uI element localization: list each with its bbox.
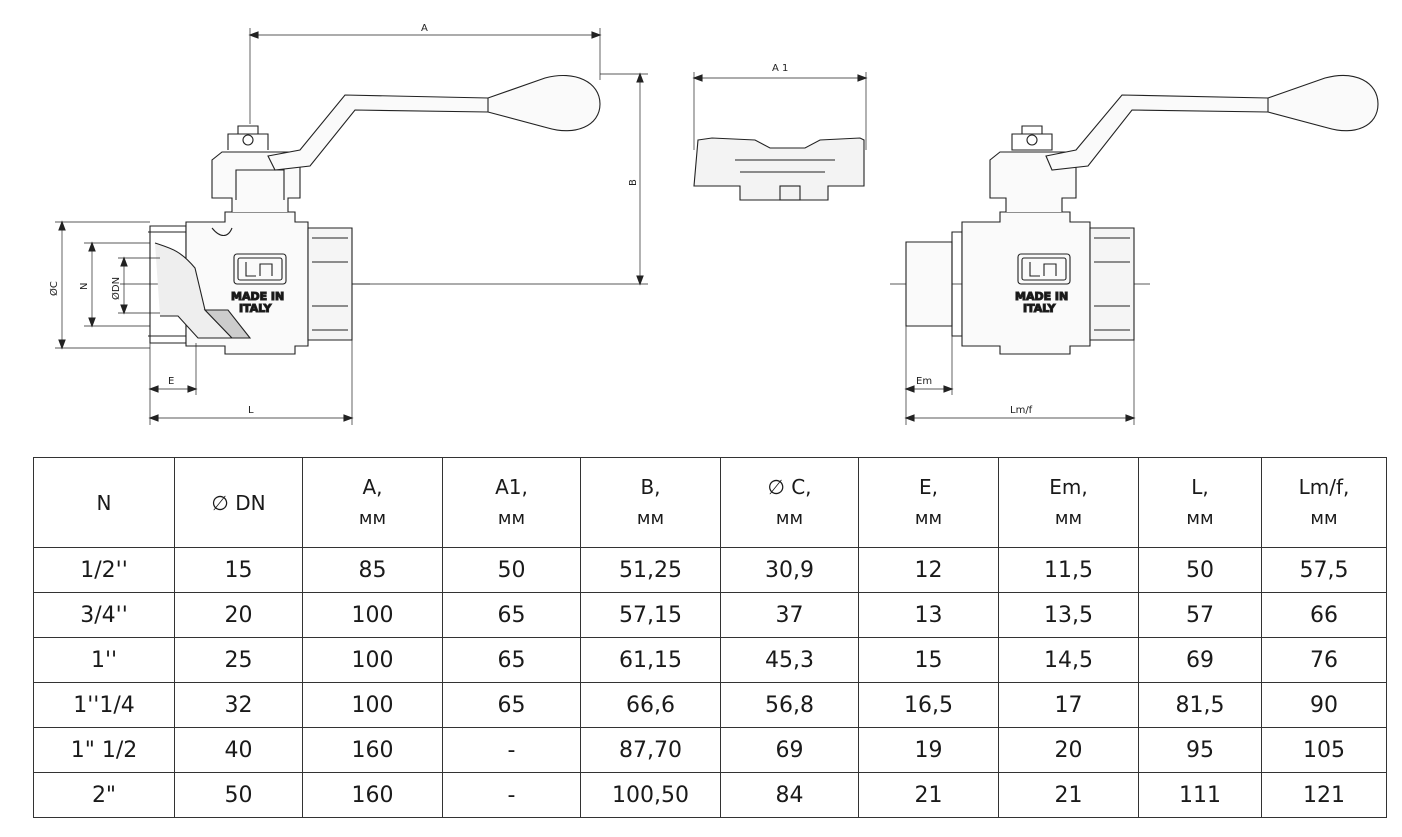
table-cell: 69: [1138, 637, 1262, 683]
table-cell: 1''1/4: [33, 682, 175, 728]
dim-label-em: Em: [916, 376, 932, 387]
table-cell: 20: [998, 727, 1139, 773]
table-cell: 51,25: [580, 547, 721, 593]
table-cell: 57: [1138, 592, 1262, 638]
table-cell: 84: [720, 772, 859, 818]
logo-text-right-1: MADE IN: [1015, 290, 1068, 303]
col-header-l: L,мм: [1138, 457, 1262, 548]
table-cell: 100: [302, 637, 443, 683]
dim-label-c: ØC: [48, 281, 60, 296]
col-header-c: ∅ C,мм: [720, 457, 859, 548]
table-cell: 16,5: [858, 682, 999, 728]
middle-handle-view: [692, 72, 868, 201]
table-cell: 21: [998, 772, 1139, 818]
table-cell: 32: [174, 682, 303, 728]
table-cell: 65: [442, 682, 581, 728]
table-cell: 66: [1261, 592, 1387, 638]
col-header-em: Em,мм: [998, 457, 1139, 548]
col-header-b: B,мм: [580, 457, 721, 548]
table-cell: 12: [858, 547, 999, 593]
table-cell: 40: [174, 727, 303, 773]
table-cell: 25: [174, 637, 303, 683]
dim-label-a1: A 1: [772, 63, 788, 74]
dim-label-a: A: [421, 23, 428, 34]
table-cell: 37: [720, 592, 859, 638]
table-cell: 76: [1261, 637, 1387, 683]
col-header-a: A,мм: [302, 457, 443, 548]
table-cell: 85: [302, 547, 443, 593]
dim-label-dn: ØDN: [110, 277, 122, 300]
table-cell: 56,8: [720, 682, 859, 728]
table-cell: 21: [858, 772, 999, 818]
table-cell: 30,9: [720, 547, 859, 593]
table-cell: 81,5: [1138, 682, 1262, 728]
table-cell: 57,5: [1261, 547, 1387, 593]
dimensions-table: N ∅ DN A,мм A1,мм B,мм ∅ C,мм E,мм Em,мм…: [33, 457, 1387, 818]
table-cell: 90: [1261, 682, 1387, 728]
dim-label-e: E: [168, 376, 174, 387]
table-cell: 95: [1138, 727, 1262, 773]
table-cell: 13,5: [998, 592, 1139, 638]
dim-label-lmf: Lm/f: [1010, 405, 1033, 416]
logo-text-left-2: ITALY: [239, 302, 273, 315]
table-cell: 105: [1261, 727, 1387, 773]
table-cell: 45,3: [720, 637, 859, 683]
table-cell: 61,15: [580, 637, 721, 683]
table-cell: 69: [720, 727, 859, 773]
table-cell: 1/2'': [33, 547, 175, 593]
table-cell: 50: [1138, 547, 1262, 593]
table-cell: 20: [174, 592, 303, 638]
logo-text-right-2: ITALY: [1023, 302, 1057, 315]
table-cell: 160: [302, 772, 443, 818]
table-cell: 11,5: [998, 547, 1139, 593]
table-cell: 13: [858, 592, 999, 638]
table-cell: 2": [33, 772, 175, 818]
table-cell: 66,6: [580, 682, 721, 728]
table-cell: -: [442, 727, 581, 773]
table-cell: 3/4'': [33, 592, 175, 638]
table-cell: 14,5: [998, 637, 1139, 683]
table-header-row: N ∅ DN A,мм A1,мм B,мм ∅ C,мм E,мм Em,мм…: [33, 457, 1387, 548]
left-valve-view: MADE IN ITALY: [55, 28, 648, 425]
right-valve-view: MADE IN ITALY: [890, 74, 1379, 425]
table-cell: 100: [302, 592, 443, 638]
table-cell: 19: [858, 727, 999, 773]
table-cell: 17: [998, 682, 1139, 728]
table-cell: 50: [442, 547, 581, 593]
logo-text-left-1: MADE IN: [231, 290, 284, 303]
col-header-n: N: [33, 457, 175, 548]
table-cell: 160: [302, 727, 443, 773]
col-header-e: E,мм: [858, 457, 999, 548]
table-cell: 15: [174, 547, 303, 593]
table-cell: 1" 1/2: [33, 727, 175, 773]
dim-label-b: B: [628, 179, 639, 186]
col-header-dn: ∅ DN: [174, 457, 303, 548]
table-cell: 121: [1261, 772, 1387, 818]
table-cell: 1'': [33, 637, 175, 683]
col-header-a1: A1,мм: [442, 457, 581, 548]
table-cell: -: [442, 772, 581, 818]
dim-label-n: N: [79, 283, 90, 290]
table-cell: 57,15: [580, 592, 721, 638]
table-cell: 15: [858, 637, 999, 683]
table-cell: 100: [302, 682, 443, 728]
table-cell: 50: [174, 772, 303, 818]
table-cell: 100,50: [580, 772, 721, 818]
table-cell: 87,70: [580, 727, 721, 773]
table-cell: 65: [442, 592, 581, 638]
table-cell: 111: [1138, 772, 1262, 818]
valve-technical-drawing: MADE IN ITALY: [48, 23, 1379, 425]
col-header-lmf: Lm/f,мм: [1261, 457, 1387, 548]
dim-label-l: L: [248, 405, 254, 416]
table-cell: 65: [442, 637, 581, 683]
